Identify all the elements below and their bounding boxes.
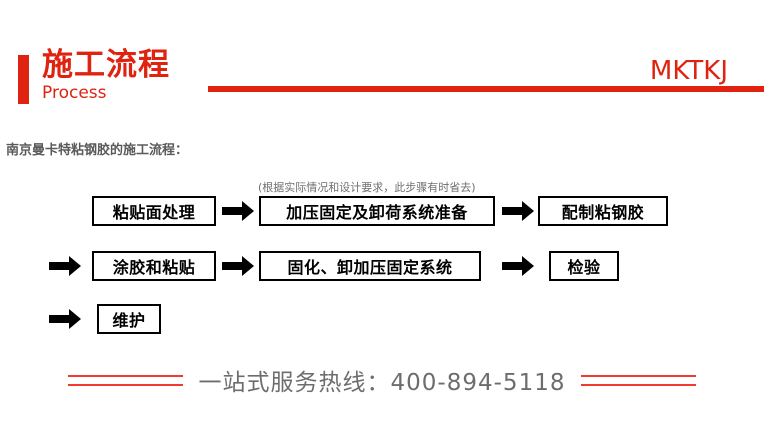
header-divider-rule bbox=[208, 86, 764, 92]
arrow-right-icon bbox=[220, 251, 256, 281]
flow-step-box: 加压固定及卸荷系统准备 bbox=[259, 196, 495, 226]
flow-step-box: 粘贴面处理 bbox=[92, 196, 216, 226]
footer-hotline-bar: 一站式服务热线：400-894-5118 bbox=[0, 358, 764, 402]
flow-step-box: 检验 bbox=[549, 251, 619, 281]
footer-decor-line bbox=[67, 383, 183, 386]
footer-decor-line bbox=[581, 374, 697, 377]
flow-step-box: 涂胶和粘贴 bbox=[92, 251, 216, 281]
arrow-right-icon bbox=[47, 304, 83, 334]
flow-step-box: 固化、卸加压固定系统 bbox=[259, 251, 481, 281]
footer-decor-line bbox=[581, 383, 697, 386]
header-title-group: 施工流程 Process bbox=[42, 48, 212, 103]
intro-text: 南京曼卡特粘钢胶的施工流程： bbox=[6, 143, 189, 158]
page-footer: 一站式服务热线：400-894-5118 bbox=[0, 358, 764, 402]
arrow-right-icon bbox=[500, 196, 536, 226]
footer-decor-line bbox=[67, 374, 183, 377]
hotline-text: 一站式服务热线：400-894-5118 bbox=[198, 370, 566, 396]
footer-decor-lines-right bbox=[581, 374, 697, 386]
page-header: 施工流程 Process MKTKJ bbox=[0, 48, 764, 110]
flow-note: (根据实际情况和设计要求，此步骤有时省去) bbox=[258, 181, 476, 194]
page-title: 施工流程 bbox=[42, 47, 170, 83]
page-subtitle: Process bbox=[42, 83, 107, 103]
arrow-right-icon bbox=[220, 196, 256, 226]
header-accent-bar bbox=[18, 55, 29, 104]
arrow-right-icon bbox=[500, 251, 536, 281]
footer-decor-lines-left bbox=[67, 374, 183, 386]
flow-step-box: 维护 bbox=[97, 304, 161, 334]
arrow-right-icon bbox=[47, 251, 83, 281]
brand-logo-text: MKTKJ bbox=[649, 56, 728, 86]
flow-step-box: 配制粘钢胶 bbox=[538, 196, 668, 226]
